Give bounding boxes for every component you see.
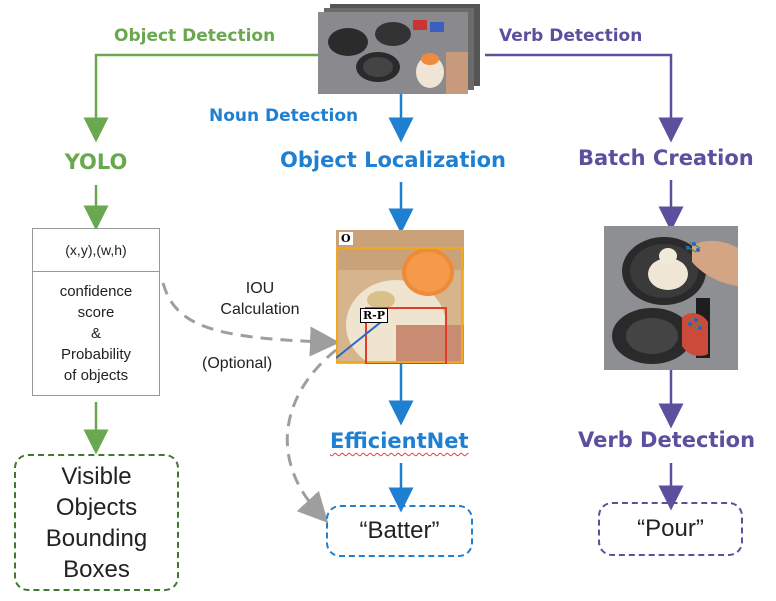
verb-detection-title: Verb Detection <box>578 428 756 452</box>
iou-calculation-label: IOU Calculation <box>200 278 320 320</box>
localized-object-frame-icon: O R-P <box>336 230 464 364</box>
kitchen-video-frames-icon <box>318 4 483 94</box>
noun-detection-label: Noun Detection <box>209 106 359 126</box>
frame-tag: O <box>339 232 353 245</box>
visible-objects-output: Visible Objects Bounding Boxes <box>14 454 179 591</box>
region-tag: R-P <box>360 308 388 323</box>
output-line: Visible <box>61 462 132 490</box>
yolo-box-coordinates: (x,y),(w,h) <box>33 229 159 272</box>
hand-keypoints-frame-icon <box>604 226 738 370</box>
iou-dashed-arrows <box>161 282 340 524</box>
output-line: Boxes <box>63 555 130 583</box>
pour-output: “Pour” <box>598 502 743 556</box>
yolo-output-box: (x,y),(w,h) confidence score & Probabili… <box>32 228 160 396</box>
yolo-box-details: confidence score & Probability of object… <box>33 272 159 386</box>
object-localization-title: Object Localization <box>280 148 506 172</box>
output-line: Objects <box>55 493 138 521</box>
batch-creation-title: Batch Creation <box>578 146 754 170</box>
output-line: Bounding <box>45 524 148 552</box>
yolo-line: score <box>77 304 115 321</box>
yolo-line: Probability <box>60 346 132 363</box>
yolo-line: confidence <box>59 283 133 300</box>
verb-detection-label: Verb Detection <box>499 26 643 46</box>
yolo-line: of objects <box>63 367 129 384</box>
verb-detection-arrows <box>485 53 684 511</box>
object-detection-label: Object Detection <box>114 26 276 46</box>
object-detection-arrows <box>83 53 318 455</box>
yolo-line: & <box>90 325 101 342</box>
batter-output: “Batter” <box>326 505 473 557</box>
yolo-title: YOLO <box>64 150 128 174</box>
efficientnet-label: EfficientNet <box>330 429 469 453</box>
iou-line2: Calculation <box>220 301 300 318</box>
optional-label: (Optional) <box>202 355 273 372</box>
iou-line1: IOU <box>245 280 275 297</box>
